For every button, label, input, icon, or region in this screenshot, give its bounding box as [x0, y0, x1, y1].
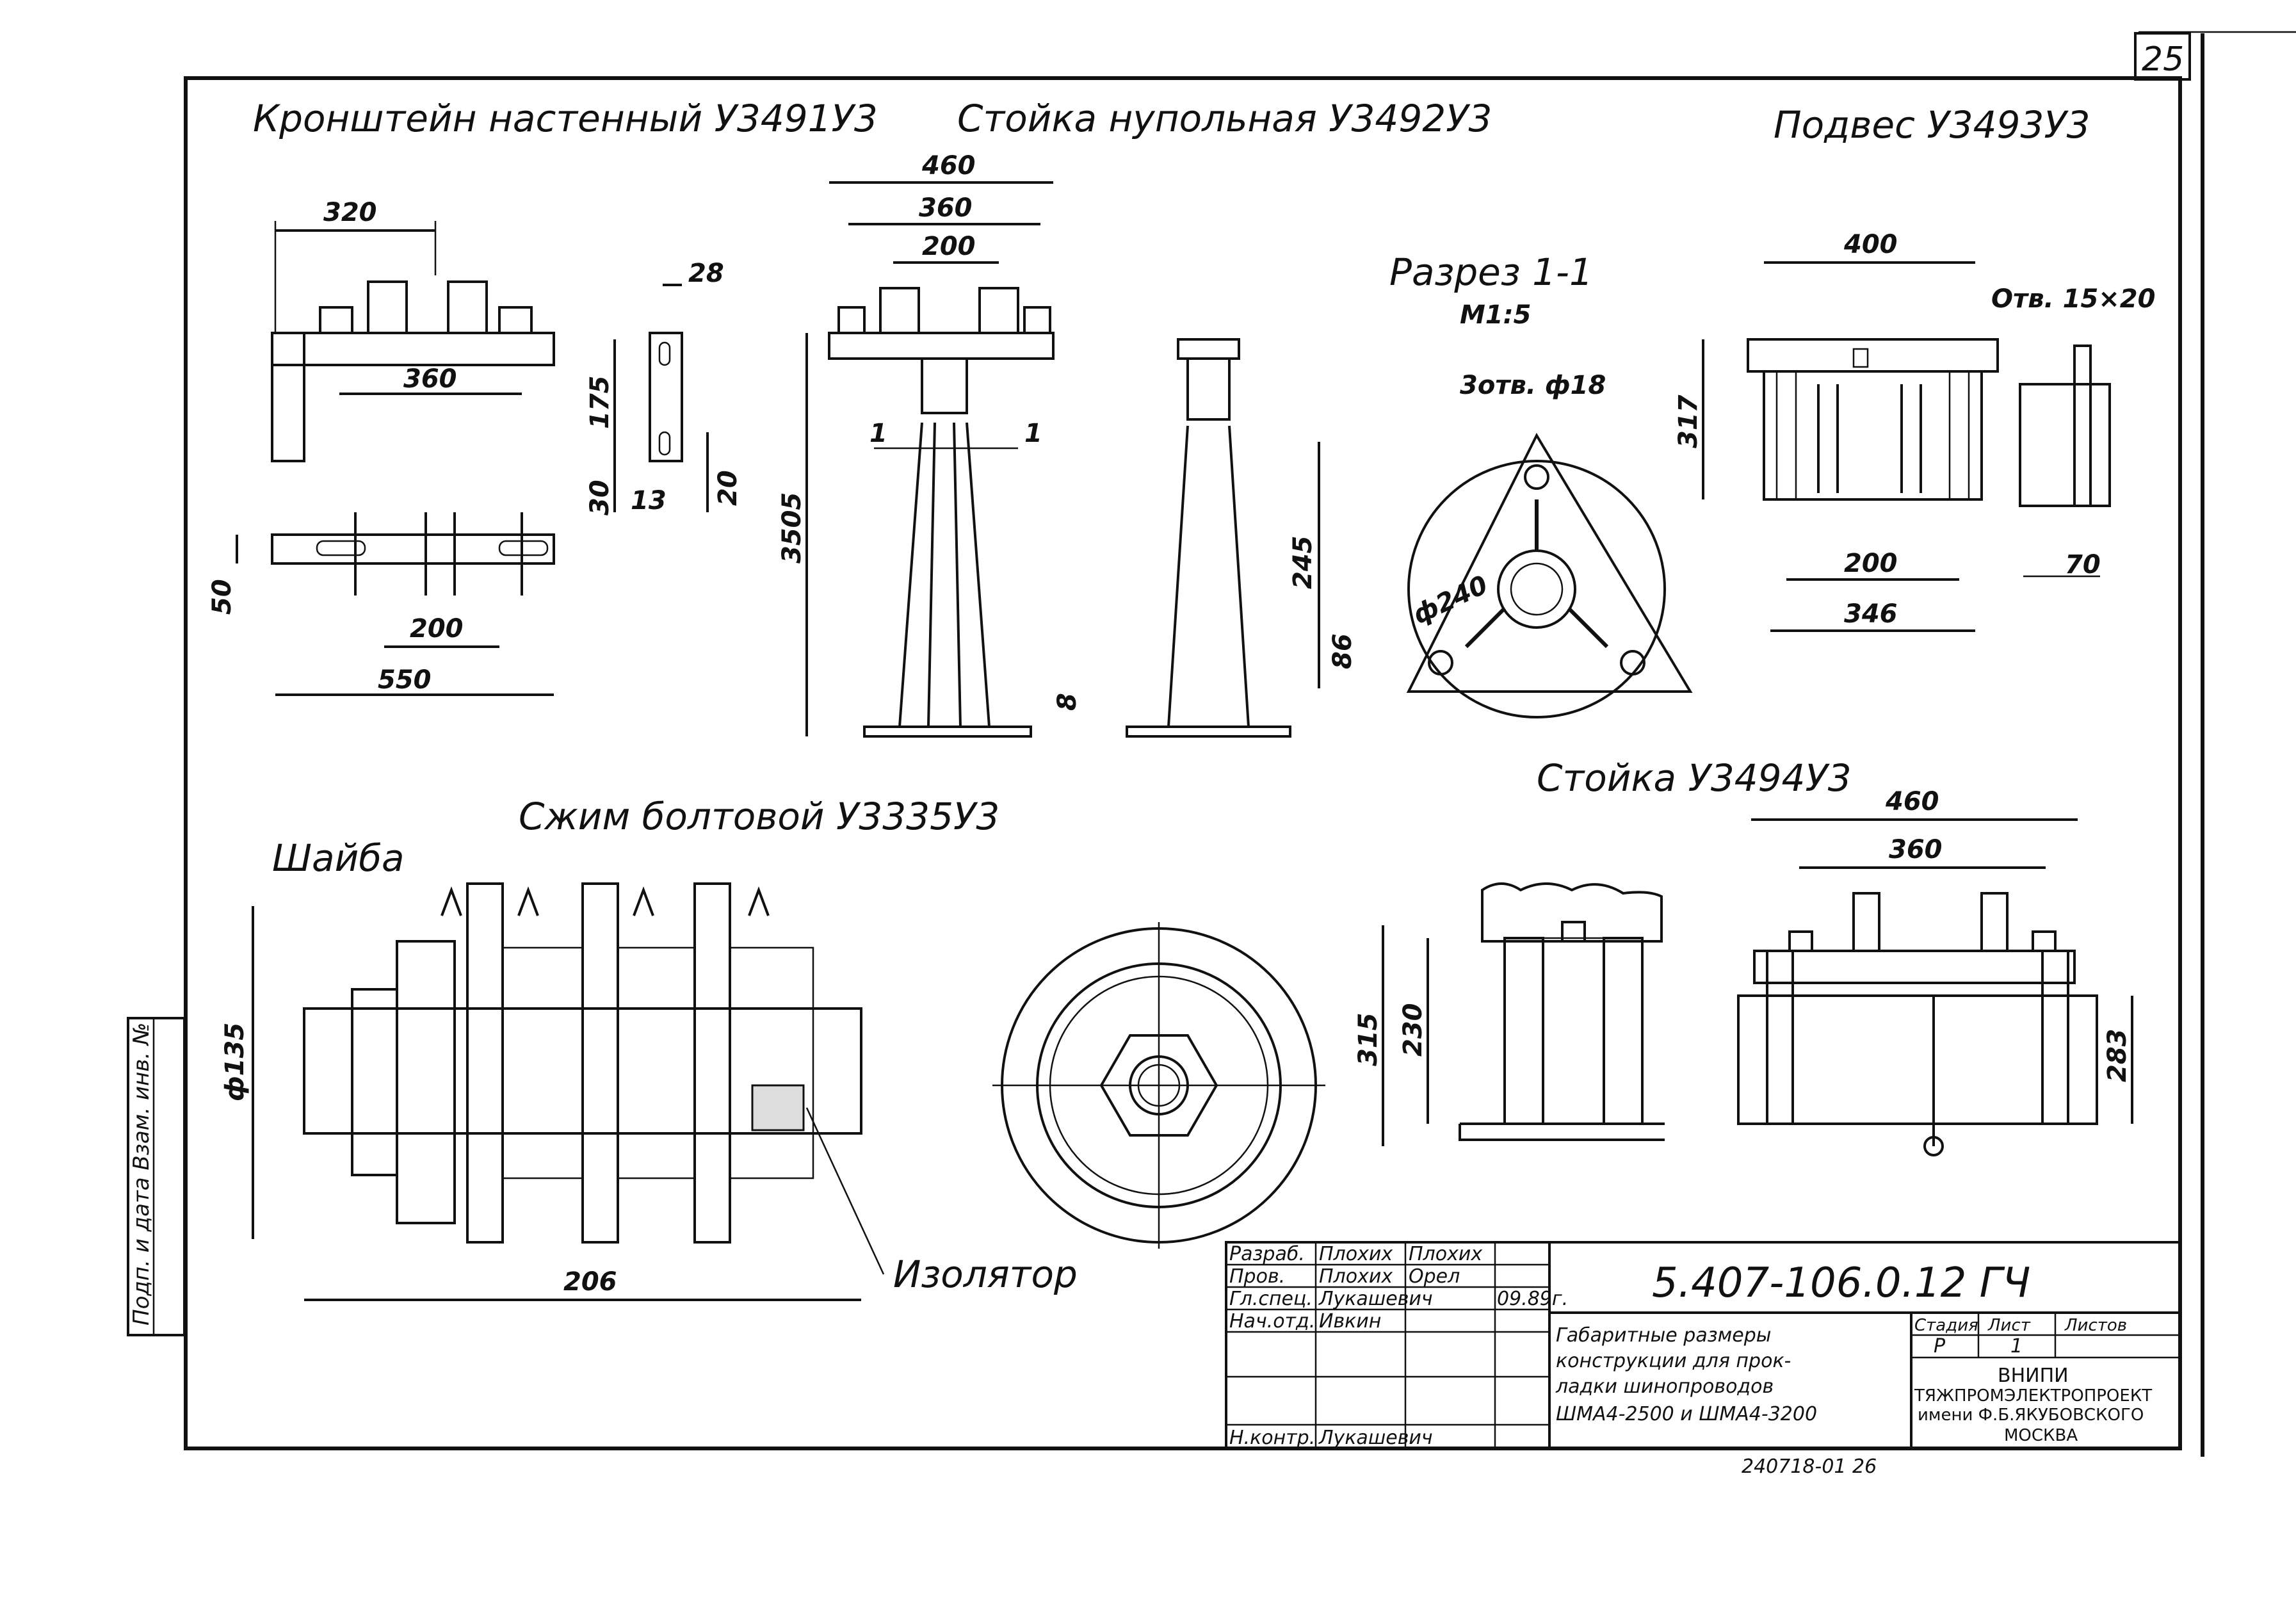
bracket-side-detail: 28 175 30 13 20 [585, 259, 743, 515]
doc-code: 5.407-106.0.12 ГЧ [1652, 1260, 2030, 1307]
tb-row3-name: Лукашевич [1318, 1288, 1433, 1310]
stage-value: Р [1934, 1335, 1946, 1358]
org-line-4: МОСКВА [2004, 1426, 2078, 1445]
tb-row2-name: Плохих [1319, 1265, 1393, 1288]
dim-360: 360 [403, 364, 457, 394]
tb-row1-sign: Плохих [1409, 1243, 1482, 1265]
side-stamp-box [127, 1017, 186, 1336]
dim-206: 206 [563, 1267, 617, 1297]
insulator-label: Изолятор [893, 1252, 1078, 1296]
sheet-number: 25 [2142, 40, 2184, 79]
dim-240: ф240 [1409, 570, 1492, 630]
dim-200: 200 [1844, 549, 1898, 578]
hanger-front-view: 400 Отв. 15×20 317 200 346 [1674, 230, 2155, 632]
dim-13: 13 [631, 486, 667, 515]
dim-360: 360 [1889, 835, 1943, 864]
desc-line-2: конструкции для прок- [1556, 1350, 1791, 1372]
section-view: 3отв. ф18 245 86 ф240 [1288, 371, 1693, 718]
dim-460: 460 [921, 151, 976, 181]
hanger-title: Подвес У3493У3 [1774, 103, 2090, 147]
stage-label: Стадия [1914, 1316, 1978, 1335]
org-line-3: имени Ф.Б.ЯКУБОВСКОГО [1918, 1406, 2144, 1425]
dim-200: 200 [922, 232, 976, 261]
outer-frame [184, 76, 2182, 1450]
tb-row3-role: Гл.спец. [1229, 1288, 1313, 1310]
bracket-top-view: 320 360 [271, 198, 555, 462]
tb-row4-name: Ивкин [1319, 1310, 1381, 1333]
dim-50: 50 [207, 579, 237, 615]
org-line-1: ВНИПИ [1998, 1365, 2069, 1387]
dim-175: 175 [585, 376, 615, 430]
dim-320: 320 [323, 198, 377, 227]
side-stamp-text: Подп. и дата Взам. инв. № [129, 1023, 154, 1325]
dim-550: 550 [378, 665, 432, 695]
bottom-code: 240718-01 26 [1742, 1455, 1877, 1478]
bracket-title: Кронштейн настенный У3491У3 [253, 97, 878, 140]
dim-3505: 3505 [777, 492, 807, 563]
sheets-label: Листов [2064, 1316, 2127, 1335]
clamp-side-view: ф135 206 [220, 882, 885, 1301]
dim-20: 20 [713, 470, 743, 506]
clamp-end-view [992, 922, 1325, 1249]
bracket-plan-view: 50 200 550 [207, 512, 555, 696]
tb-row7-name: Лукашевич [1318, 1427, 1433, 1449]
clamp-title: Сжим болтовой У3335У3 [519, 795, 999, 838]
cut-mark-right: 1 [1024, 419, 1042, 448]
dim-283: 283 [2103, 1029, 2132, 1083]
floor-post-side-view [1126, 338, 1291, 738]
sheet-label: Лист [1987, 1316, 2031, 1335]
dim-346: 346 [1844, 599, 1898, 629]
dim-135: ф135 [220, 1023, 250, 1101]
sheet-value: 1 [2010, 1335, 2023, 1358]
section-holes: 3отв. ф18 [1460, 371, 1606, 400]
org-line-2: ТЯЖПРОМЭЛЕКТРОПРОЕКТ [1914, 1386, 2152, 1406]
tb-row1-name: Плохих [1319, 1243, 1393, 1265]
dim-28: 28 [688, 259, 724, 288]
dim-70: 70 [2065, 550, 2101, 580]
tb-row1-role: Разраб. [1229, 1243, 1305, 1265]
tb-row4-role: Нач.отд. [1229, 1310, 1315, 1333]
dim-230: 230 [1398, 1003, 1428, 1057]
dim-245: 245 [1288, 536, 1318, 590]
dim-200: 200 [410, 614, 464, 644]
tb-row7-role: Н.контр. [1229, 1427, 1315, 1449]
section-title: Разрез 1-1 [1389, 250, 1593, 294]
post-title: Стойка У3494У3 [1537, 756, 1852, 800]
dim-317: 317 [1674, 394, 1703, 448]
tb-row2-sign: Орел [1409, 1265, 1460, 1288]
tb-row3-date: 09.89г. [1497, 1288, 1568, 1310]
dim-30: 30 [585, 480, 615, 515]
sheet-number-box [2134, 32, 2191, 81]
tb-row2-role: Пров. [1229, 1265, 1285, 1288]
post-section-view: 315 230 [1354, 882, 1665, 1146]
title-block: Разраб. Плохих Плохих Пров. Плохих Орел … [1225, 1241, 2181, 1450]
section-scale: М1:5 [1460, 300, 1531, 330]
floor-post-front-view: 460 360 200 1 1 3505 8 [777, 151, 1082, 738]
dim-400: 400 [1843, 230, 1898, 259]
desc-line-4: ШМА4-2500 и ШМА4-3200 [1556, 1403, 1817, 1425]
dim-315: 315 [1354, 1013, 1383, 1067]
dim-8: 8 [1053, 693, 1082, 711]
cut-mark-left: 1 [869, 419, 887, 448]
desc-line-3: ладки шинопроводов [1555, 1375, 1774, 1398]
washer-label: Шайба [272, 836, 405, 880]
floor-post-title: Стойка нупольная У3492У3 [957, 97, 1492, 140]
post-front-view: 460 360 283 [1737, 787, 2133, 1156]
dim-360: 360 [919, 193, 973, 223]
dim-86: 86 [1328, 633, 1357, 669]
dim-460: 460 [1885, 787, 1939, 816]
desc-line-1: Габаритные размеры [1556, 1324, 1772, 1347]
hanger-side-view: 70 [2019, 344, 2111, 580]
hanger-holes: Отв. 15×20 [1991, 284, 2155, 314]
